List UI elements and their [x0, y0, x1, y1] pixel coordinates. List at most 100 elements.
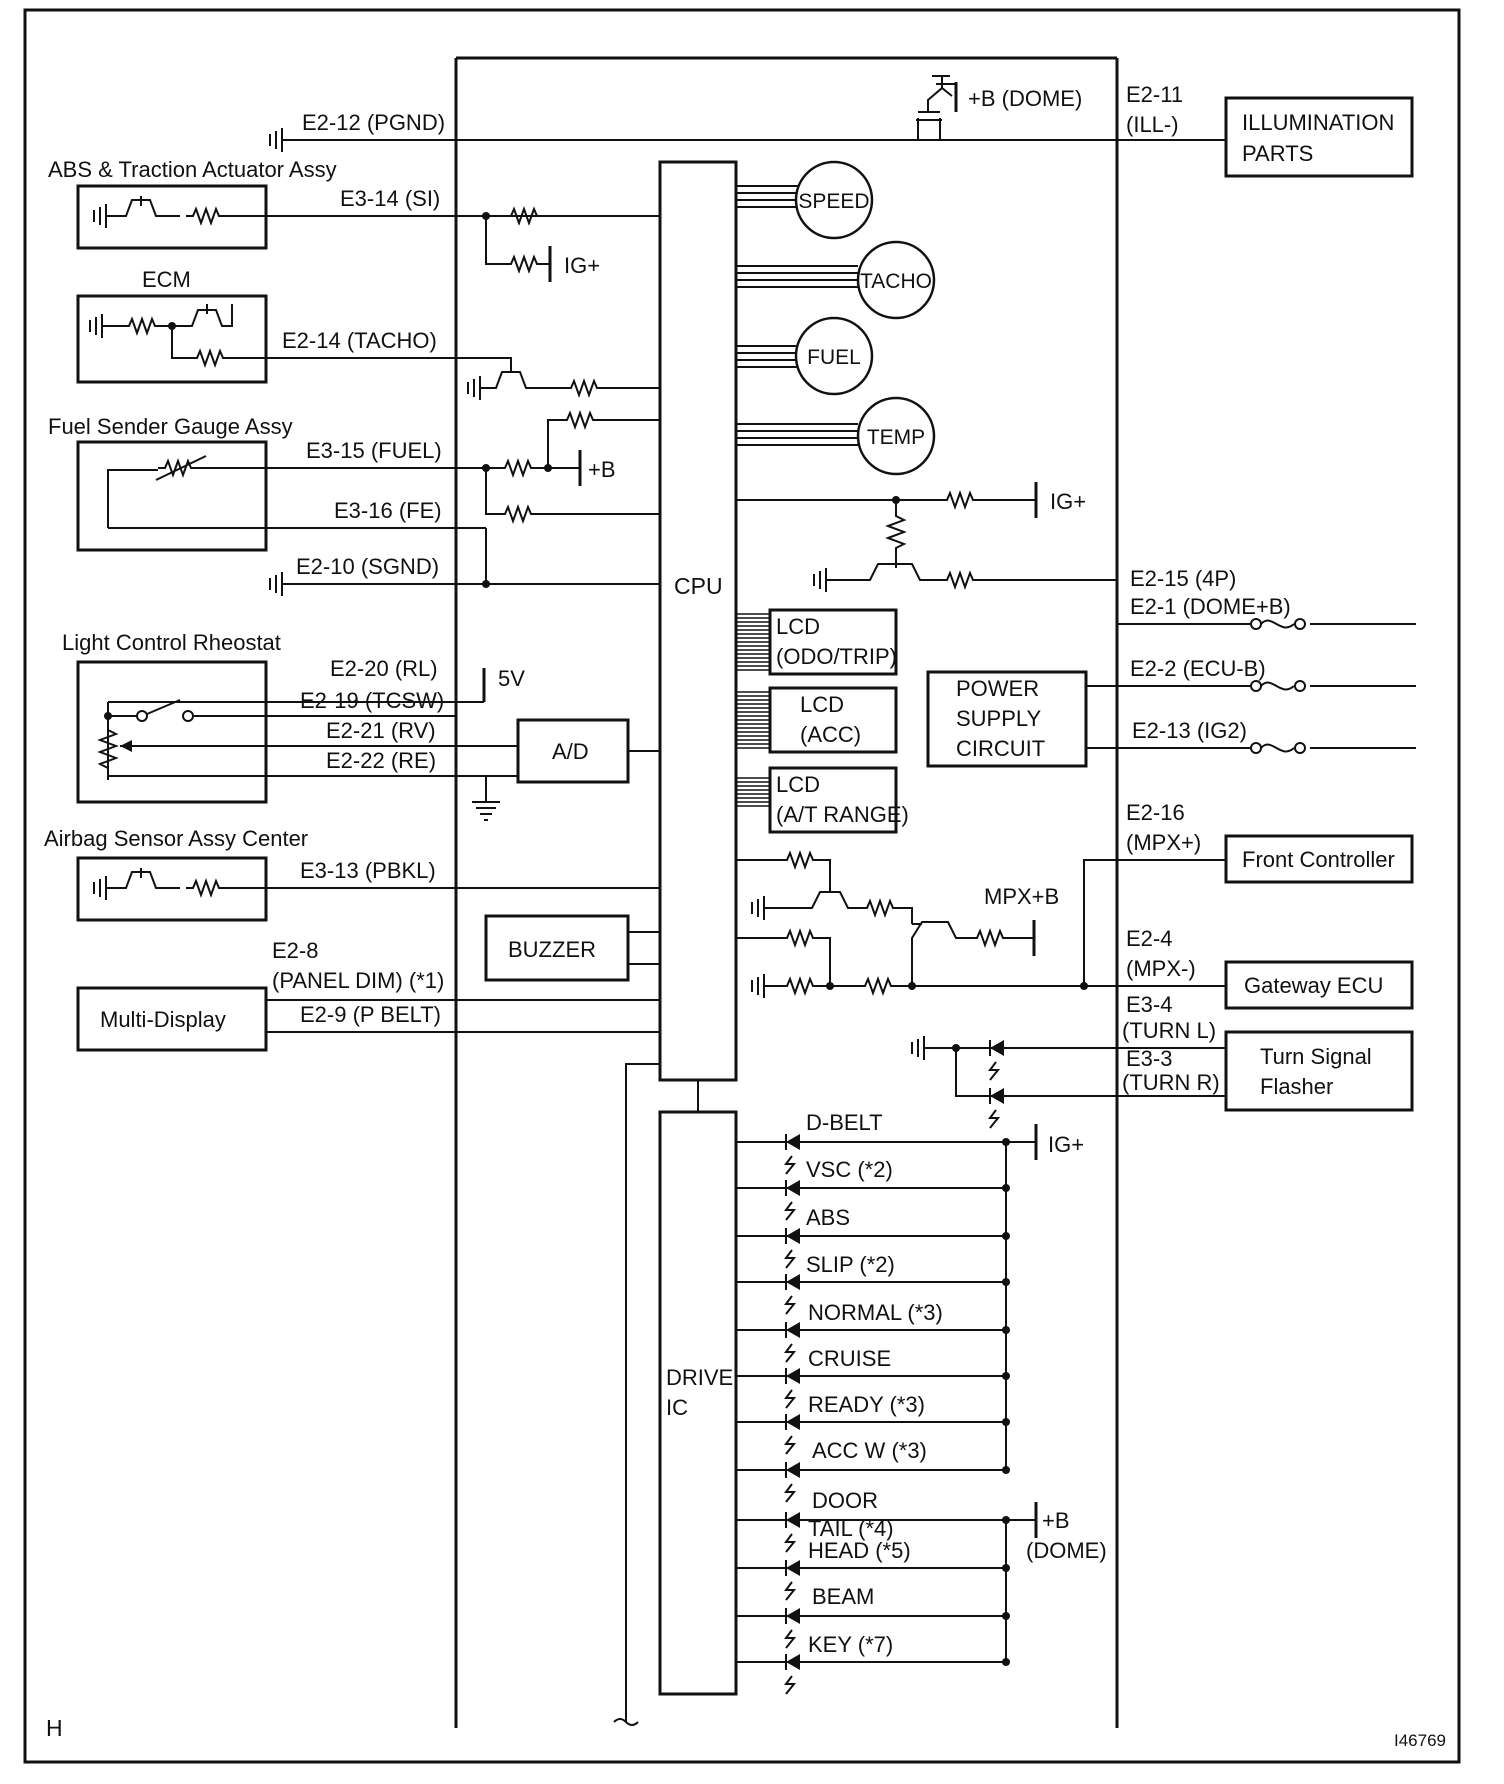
ig-resistor-icon	[939, 492, 981, 508]
dome-b-fuse-icon	[1250, 618, 1306, 630]
lcd-at-label-2: (A/T RANGE)	[776, 802, 909, 827]
light-rheostat-title: Light Control Rheostat	[62, 630, 281, 655]
lcd-acc-label-1: LCD	[800, 692, 844, 717]
pin-rv: E2-21 (RV)	[326, 718, 436, 743]
fuel-sender-box	[76, 440, 268, 552]
multi-display-label: Multi-Display	[100, 1007, 226, 1032]
indicator-led-icon	[785, 1179, 801, 1221]
cpu-block	[658, 160, 738, 1082]
pgnd-ground-icon	[269, 127, 283, 153]
mpx-resistor-4-icon	[969, 930, 1011, 946]
lcd-bus-lines	[736, 613, 770, 807]
pin-fuel: E3-15 (FUEL)	[306, 438, 442, 463]
gauge-tacho: TACHO	[736, 240, 936, 320]
indicator-led-icon	[785, 1559, 801, 1601]
pin-mpx-minus-1: E2-4	[1126, 926, 1172, 951]
pin-mpx-plus-2: (MPX+)	[1126, 830, 1201, 855]
turn-signal-label-1: Turn Signal	[1260, 1044, 1372, 1069]
buzzer-block	[484, 914, 630, 982]
corner-letter: H	[46, 1715, 63, 1741]
drive-ic-block	[658, 1110, 738, 1696]
fe-resistor-icon	[497, 506, 539, 522]
ecu-b-fuse-icon	[1250, 680, 1306, 692]
pin-ig2: E2-13 (IG2)	[1132, 718, 1247, 743]
fuel-pullup-resistor-icon	[559, 412, 601, 428]
pin-ill-2: (ILL-)	[1126, 112, 1179, 137]
pin-panel-dim-1: E2-8	[272, 938, 318, 963]
tacho-transistor	[480, 371, 564, 389]
pin-mpx-plus-1: E2-16	[1126, 800, 1185, 825]
drive-ic-label-2: IC	[666, 1395, 688, 1420]
pin-ecu-b: E2-2 (ECU-B)	[1130, 656, 1266, 681]
mpx-resistor-3-icon	[779, 930, 821, 946]
tacho-ground-icon	[467, 375, 481, 401]
indicator-led-icon	[785, 1367, 801, 1409]
illumination-label-2: PARTS	[1242, 141, 1313, 166]
indicator-led-icon	[785, 1413, 801, 1455]
gauge-temp: TEMP	[736, 396, 936, 476]
indicator-label: VSC (*2)	[806, 1157, 893, 1182]
4p-bias-resistor-icon	[885, 500, 907, 560]
turn-l-led-icon	[989, 1039, 1005, 1081]
continuation-break	[613, 1718, 639, 1726]
ad-label: A/D	[552, 739, 589, 764]
pin-mpx-minus-2: (MPX-)	[1126, 956, 1196, 981]
pin-turn-l-2: (TURN L)	[1122, 1018, 1216, 1043]
pin-tcsw: E2-19 (TCSW)	[300, 688, 444, 713]
pin-sgnd: E2-10 (SGND)	[296, 554, 439, 579]
4p-ground-icon	[813, 567, 827, 593]
lcd-odo-label-2: (ODO/TRIP)	[776, 644, 897, 669]
ecm-switch	[172, 304, 233, 327]
ig-right-label: IG+	[1050, 489, 1086, 514]
indicator-led-icon	[785, 1133, 801, 1175]
pin-pbelt: E2-9 (P BELT)	[300, 1002, 441, 1027]
indicator-label: DOOR	[812, 1488, 878, 1513]
mpx-transistor-2	[911, 921, 970, 986]
power-supply-label-1: POWER	[956, 676, 1039, 701]
mpx-plus-wire	[1083, 859, 1226, 986]
power-supply-label-3: CIRCUIT	[956, 736, 1045, 761]
indicator-led-icon	[785, 1321, 801, 1363]
4p-resistor-icon	[939, 572, 981, 588]
tacho-resistor-icon	[563, 380, 605, 396]
indicator-led-icon	[785, 1511, 801, 1553]
rl-5v-label: 5V	[498, 666, 525, 691]
ecm-out-wire	[171, 326, 190, 359]
indicator-ig-label: IG+	[1048, 1132, 1084, 1157]
turn-r-led-icon	[989, 1087, 1005, 1129]
rheostat-resistor-icon	[97, 729, 119, 769]
pin-tacho: E2-14 (TACHO)	[282, 328, 437, 353]
indicator-led-icon	[785, 1607, 801, 1649]
sgnd-ground-icon	[269, 571, 283, 597]
gauge-speed: SPEED	[736, 160, 874, 240]
pin-rl: E2-20 (RL)	[330, 656, 438, 681]
front-controller-box	[1224, 834, 1414, 884]
front-controller-label: Front Controller	[1242, 847, 1395, 872]
gauge-fuel-label: FUEL	[807, 346, 861, 369]
indicator-label: CRUISE	[808, 1346, 891, 1371]
mpx-resistor-1-icon	[779, 852, 821, 868]
indicator-label: KEY (*7)	[808, 1632, 893, 1657]
lcd-odo-trip: LCD (ODO/TRIP)	[768, 608, 898, 676]
indicator-led-icon	[785, 1227, 801, 1269]
fuel-sender-title: Fuel Sender Gauge Assy	[48, 414, 293, 439]
mpx-ground-1-icon	[751, 895, 765, 921]
mpx-transistor-1	[764, 891, 860, 909]
ig2-fuse-icon	[1250, 742, 1306, 754]
lcd-acc: LCD (ACC)	[768, 686, 898, 754]
multi-display-box	[76, 986, 268, 1052]
indicator-label: NORMAL (*3)	[808, 1300, 943, 1325]
lcd-at-label-1: LCD	[776, 772, 820, 797]
drive-ic-label-1: DRIVE	[666, 1365, 733, 1390]
pin-4p: E2-15 (4P)	[1130, 566, 1236, 591]
indicator-dome-label-2: (DOME)	[1026, 1538, 1107, 1563]
indicator-led-icon	[785, 1273, 801, 1315]
re-ground-icon	[472, 792, 500, 821]
continuation-wire	[625, 1063, 660, 1722]
figure-code: I46769	[1394, 1731, 1446, 1750]
illumination-box	[1224, 96, 1414, 178]
illumination-label-1: ILLUMINATION	[1242, 110, 1394, 135]
mpx-resistor-2-icon	[859, 900, 901, 916]
indicator-led-icon	[785, 1461, 801, 1503]
dome-b-label: +B (DOME)	[968, 86, 1082, 111]
